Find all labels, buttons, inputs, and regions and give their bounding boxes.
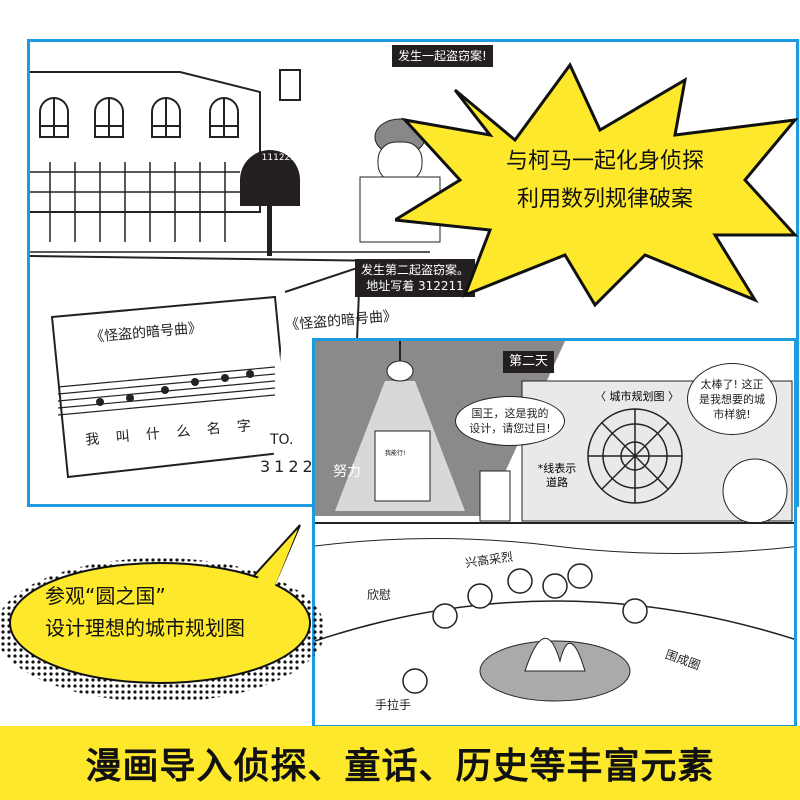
label-hands: 手拉手 <box>375 698 412 712</box>
speech-bubble-designer: 国王，这是我的设计，请您过目! <box>455 396 565 446</box>
speech-bubble-line-1: 参观“圆之国” <box>45 584 166 608</box>
letter-to: TO. <box>270 432 294 448</box>
comic-illustration-right <box>315 341 794 702</box>
label-effort: 努力 <box>333 464 361 480</box>
label-relieved: 欣慰 <box>367 588 392 602</box>
letter-number: 3122 <box>260 457 317 476</box>
headband-text: 我能行! <box>385 450 406 457</box>
speech-bubble-line-2: 设计理想的城市规划图 <box>45 616 245 640</box>
mailbox-label: 信箱 111221 <box>246 142 296 164</box>
starburst-text: 与柯马一起化身侦探 利用数列规律破案 <box>455 143 755 219</box>
starburst-shape <box>395 62 799 308</box>
speech-bubble-text: 参观“圆之国” 设计理想的城市规划图 <box>45 580 305 644</box>
starburst-line-2: 利用数列规律破案 <box>516 187 693 212</box>
comic-page-right: 第二天 努力 我能行! 国王，这是我的设计，请您过目! 〈 城市规划图 〉 *线… <box>312 338 797 728</box>
speech-bubble-shape <box>0 524 325 702</box>
caption-next-day: 第二天 <box>503 351 555 373</box>
caption-line-2: 地址写着 312211 <box>366 279 464 293</box>
starburst-line-1: 与柯马一起化身侦探 <box>505 149 704 174</box>
mailbox-number: 111221 <box>261 153 296 163</box>
bottom-banner: 漫画导入侦探、童话、历史等丰富元素 <box>0 726 800 800</box>
caption-first-theft: 发生一起盗窃案! <box>392 45 493 67</box>
caption-second-theft: 发生第二起盗窃案。 地址写着 312211 <box>355 259 476 297</box>
caption-line-1: 发生第二起盗窃案。 <box>361 263 470 277</box>
map-title: 〈 城市规划图 〉 <box>595 390 679 403</box>
speech-bubble-king: 太棒了! 这正是我想要的城市样貌! <box>687 363 777 435</box>
mailbox-title: 信箱 <box>277 142 296 152</box>
map-note: *线表示道路 <box>537 462 577 489</box>
